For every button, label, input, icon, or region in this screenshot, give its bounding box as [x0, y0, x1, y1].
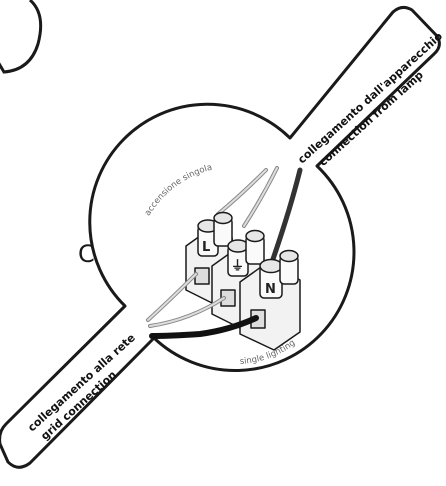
terminal-neutral-label: N — [265, 282, 276, 297]
terminal-live-label: L — [202, 240, 210, 255]
lamp-wires — [216, 166, 303, 265]
corner-circle-fragment — [0, 0, 43, 74]
diagram-letter: C — [78, 240, 95, 268]
terminal-block — [185, 211, 301, 351]
bottom-band-label-line1: collegamento alla rete — [25, 331, 137, 434]
terminal-earth-label: ⏚ — [231, 259, 244, 274]
grid-wires — [146, 272, 259, 339]
